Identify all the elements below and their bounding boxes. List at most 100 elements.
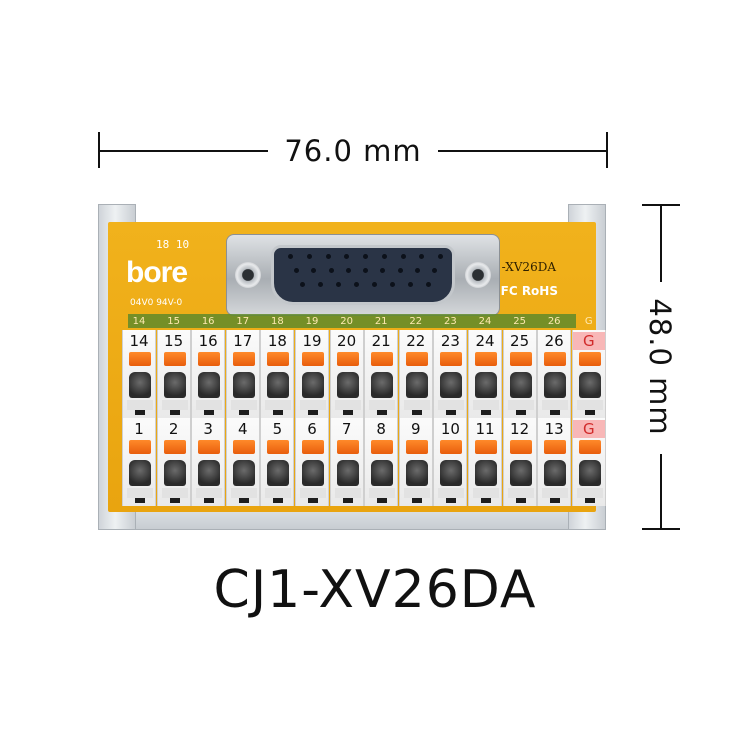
wire-entry-hole[interactable]: [302, 460, 324, 486]
test-slot: [584, 410, 595, 415]
release-lever[interactable]: [475, 352, 497, 366]
release-lever[interactable]: [129, 352, 151, 366]
wire-entry-hole[interactable]: [405, 372, 428, 398]
release-lever[interactable]: [198, 440, 221, 454]
connector-pin: [408, 282, 413, 287]
terminal-2[interactable]: 2: [156, 418, 191, 506]
connector-pin: [363, 254, 368, 259]
terminal-18[interactable]: 18: [260, 330, 295, 418]
release-lever[interactable]: [163, 352, 186, 366]
terminal-6[interactable]: 6: [295, 418, 329, 506]
terminal-5[interactable]: 5: [260, 418, 295, 506]
release-lever[interactable]: [544, 352, 567, 366]
wire-entry-hole[interactable]: [198, 372, 221, 398]
terminal-12[interactable]: 12: [502, 418, 537, 506]
test-slot: [135, 410, 145, 415]
release-lever[interactable]: [578, 440, 601, 454]
wire-entry-hole[interactable]: [544, 372, 567, 398]
terminal-24[interactable]: 24: [468, 330, 502, 418]
wire-entry-hole[interactable]: [509, 372, 532, 398]
terminal-16[interactable]: 16: [191, 330, 226, 418]
wire-entry-hole[interactable]: [475, 460, 497, 486]
wire-entry-hole[interactable]: [405, 460, 428, 486]
release-lever[interactable]: [405, 352, 428, 366]
test-slot: [411, 498, 422, 503]
release-lever[interactable]: [440, 440, 463, 454]
release-lever[interactable]: [544, 440, 567, 454]
terminal-3[interactable]: 3: [191, 418, 226, 506]
release-lever[interactable]: [475, 440, 497, 454]
terminal-13[interactable]: 13: [537, 418, 572, 506]
terminal-1[interactable]: 1: [122, 418, 156, 506]
wire-entry-hole[interactable]: [544, 460, 567, 486]
wire-entry-hole[interactable]: [198, 460, 221, 486]
release-lever[interactable]: [302, 352, 324, 366]
release-lever[interactable]: [267, 440, 290, 454]
release-lever[interactable]: [336, 352, 359, 366]
terminal-19[interactable]: 19: [295, 330, 329, 418]
wire-entry-hole[interactable]: [475, 372, 497, 398]
release-lever[interactable]: [440, 352, 463, 366]
wire-entry-hole[interactable]: [232, 460, 255, 486]
terminal-14[interactable]: 14: [122, 330, 156, 418]
wire-entry-hole[interactable]: [371, 460, 394, 486]
connector-pin: [354, 282, 359, 287]
wire-entry-hole[interactable]: [509, 460, 532, 486]
pcb-number: 23: [444, 316, 457, 327]
release-lever[interactable]: [578, 352, 601, 366]
terminal-15[interactable]: 15: [156, 330, 191, 418]
terminal-label: 15: [164, 332, 184, 350]
wire-entry-hole[interactable]: [336, 460, 359, 486]
wire-entry-hole[interactable]: [232, 372, 255, 398]
terminal-25[interactable]: 25: [502, 330, 537, 418]
wire-entry-hole[interactable]: [440, 372, 463, 398]
release-lever[interactable]: [371, 352, 394, 366]
terminal-23[interactable]: 23: [433, 330, 468, 418]
terminal-body: [127, 488, 153, 498]
release-lever[interactable]: [232, 352, 255, 366]
test-slot: [273, 498, 284, 503]
terminal-g[interactable]: G: [571, 330, 606, 418]
terminal-9[interactable]: 9: [398, 418, 433, 506]
terminal-g[interactable]: G: [571, 418, 606, 506]
release-lever[interactable]: [232, 440, 255, 454]
wire-entry-hole[interactable]: [440, 460, 463, 486]
terminal-10[interactable]: 10: [433, 418, 468, 506]
wire-entry-hole[interactable]: [129, 372, 151, 398]
terminal-17[interactable]: 17: [225, 330, 260, 418]
wire-entry-hole[interactable]: [578, 460, 601, 486]
terminal-7[interactable]: 7: [329, 418, 364, 506]
terminal-label: 11: [475, 420, 495, 438]
release-lever[interactable]: [405, 440, 428, 454]
terminal-22[interactable]: 22: [398, 330, 433, 418]
release-lever[interactable]: [336, 440, 359, 454]
wire-entry-hole[interactable]: [163, 460, 186, 486]
release-lever[interactable]: [302, 440, 324, 454]
wire-entry-hole[interactable]: [336, 372, 359, 398]
terminal-body: [265, 488, 292, 498]
terminal-8[interactable]: 8: [364, 418, 399, 506]
release-lever[interactable]: [509, 352, 532, 366]
release-lever[interactable]: [129, 440, 151, 454]
wire-entry-hole[interactable]: [578, 372, 601, 398]
release-lever[interactable]: [371, 440, 394, 454]
terminal-20[interactable]: 20: [329, 330, 364, 418]
release-lever[interactable]: [163, 440, 186, 454]
wire-entry-hole[interactable]: [267, 372, 290, 398]
release-lever[interactable]: [509, 440, 532, 454]
wire-entry-hole[interactable]: [129, 460, 151, 486]
wire-entry-hole[interactable]: [267, 460, 290, 486]
terminal-label: G: [572, 332, 605, 350]
wire-entry-hole[interactable]: [163, 372, 186, 398]
terminal-label: 2: [168, 420, 179, 438]
release-lever[interactable]: [198, 352, 221, 366]
terminal-11[interactable]: 11: [468, 418, 502, 506]
pcb-number: 16: [201, 316, 215, 327]
wire-entry-hole[interactable]: [302, 372, 324, 398]
terminal-21[interactable]: 21: [364, 330, 399, 418]
terminal-4[interactable]: 4: [225, 418, 260, 506]
terminal-26[interactable]: 26: [537, 330, 572, 418]
release-lever[interactable]: [267, 352, 290, 366]
wire-entry-hole[interactable]: [371, 372, 394, 398]
